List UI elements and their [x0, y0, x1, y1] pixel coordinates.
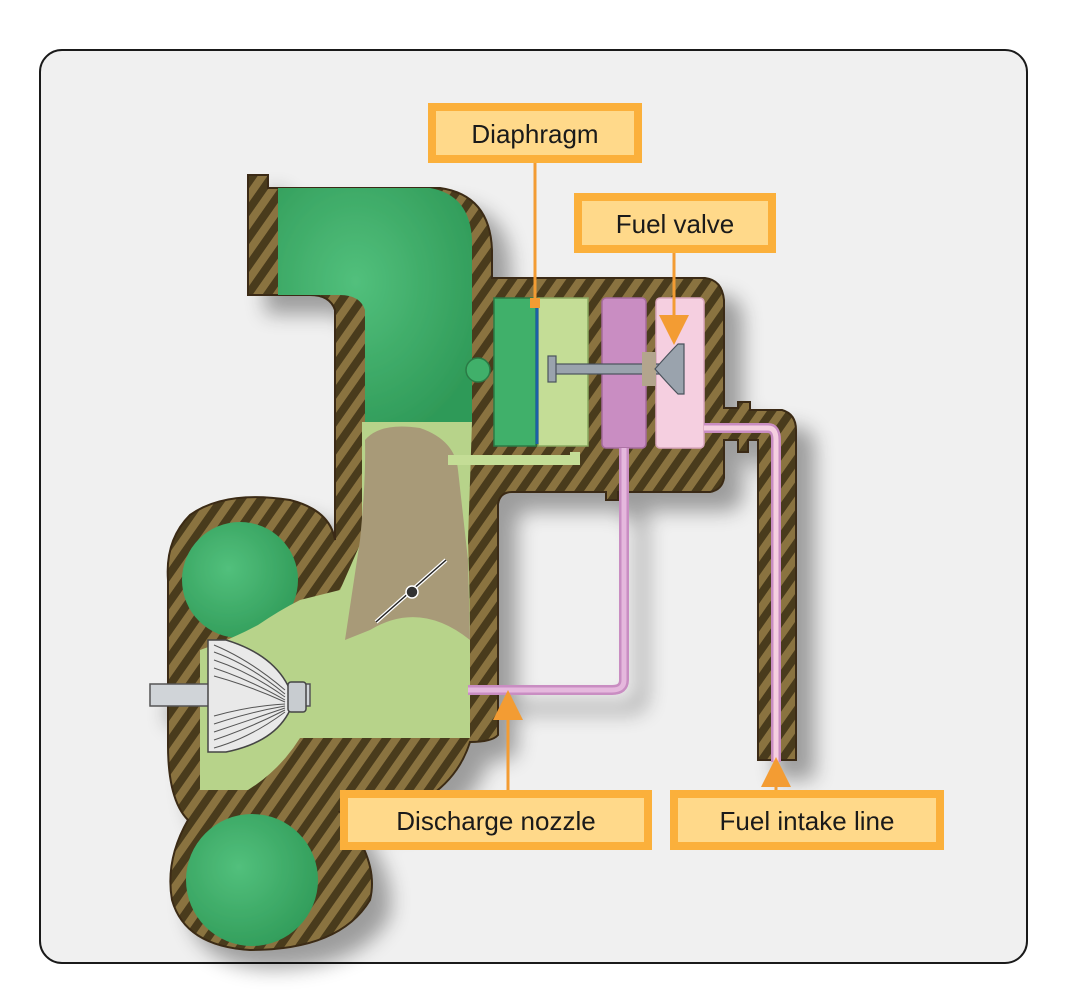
air-inlet-elbow [278, 188, 472, 422]
label-diaphragm: Diaphragm [471, 119, 598, 149]
air-chamber [493, 297, 537, 447]
callout-fuel-intake-line: Fuel intake line [670, 757, 944, 850]
suction-passage [448, 452, 580, 465]
label-fuel-intake-line: Fuel intake line [720, 806, 895, 836]
carburetor-assembly [149, 174, 797, 952]
throttle-shaft [405, 585, 419, 599]
impact-tube-nub [465, 357, 491, 383]
label-discharge-nozzle: Discharge nozzle [396, 806, 595, 836]
callout-fuel-valve: Fuel valve [574, 193, 776, 345]
venturi [345, 426, 470, 640]
impeller [149, 639, 311, 753]
volute-lower-chamber [186, 814, 318, 946]
callout-discharge-nozzle: Discharge nozzle [340, 690, 652, 850]
valve-guide [642, 352, 656, 386]
callout-diaphragm: Diaphragm [428, 103, 642, 308]
volute-upper-chamber [182, 522, 298, 638]
label-fuel-valve: Fuel valve [616, 209, 735, 239]
impeller-nut [287, 681, 307, 713]
fuel-valve-poppet [654, 343, 685, 395]
